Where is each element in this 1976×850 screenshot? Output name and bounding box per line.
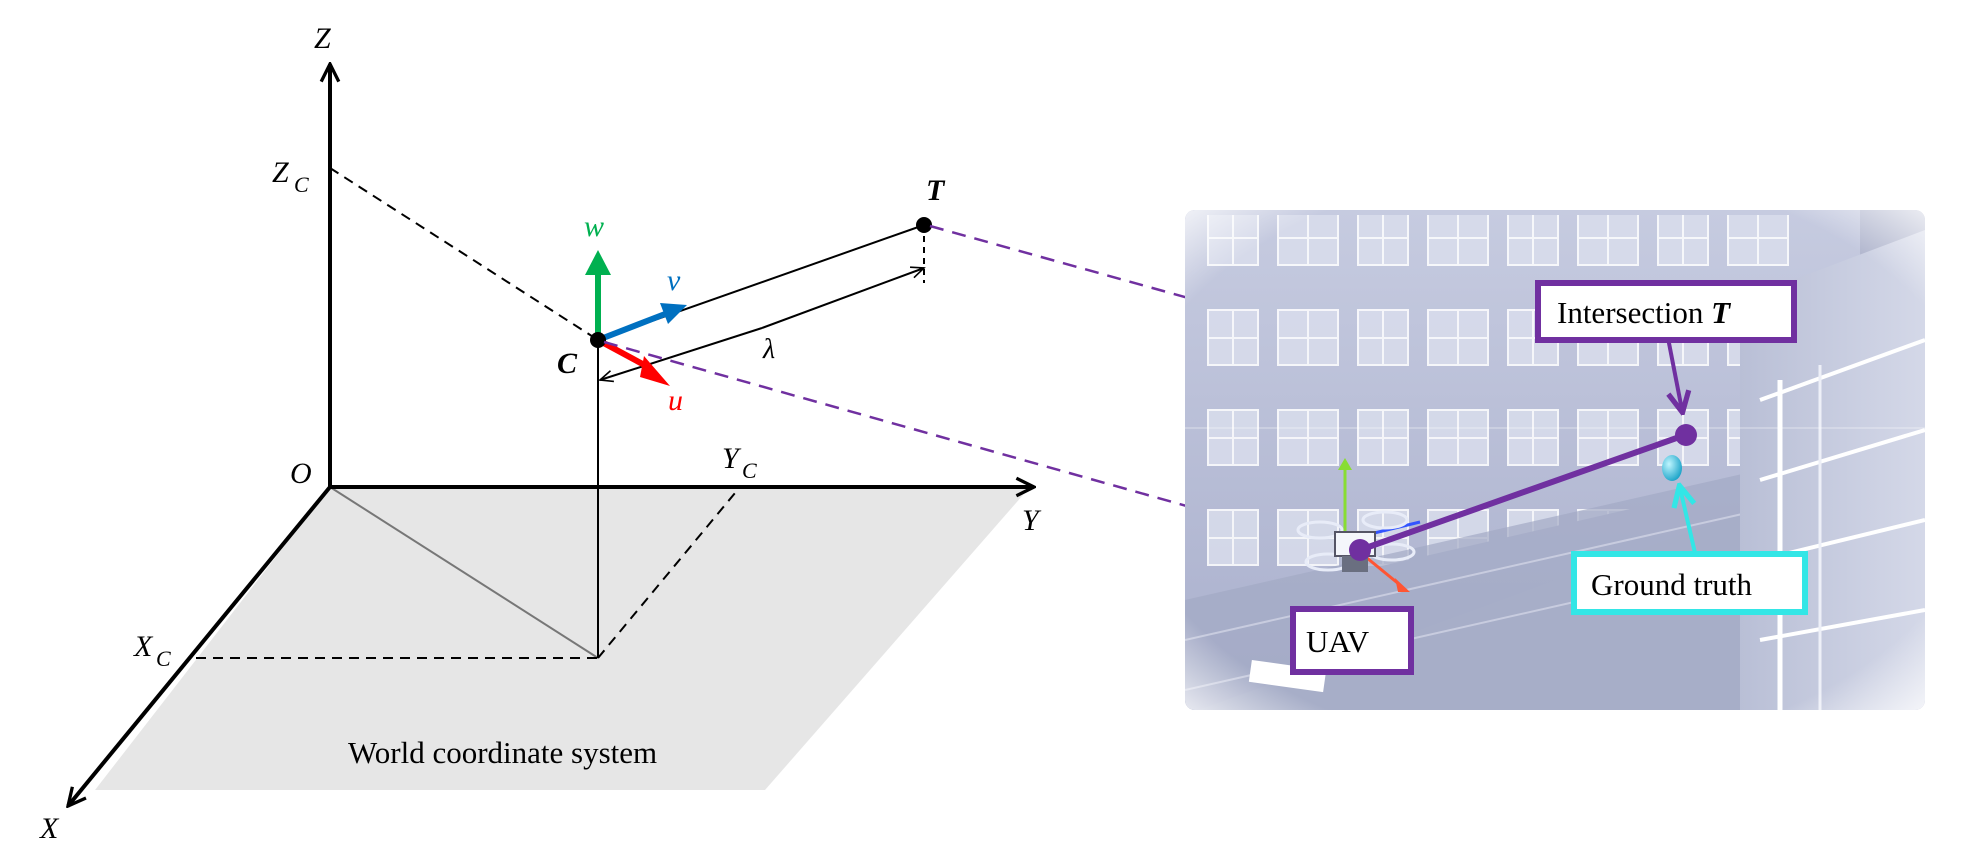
svg-text:X: X <box>133 630 154 663</box>
lambda-arrow-to-target <box>761 268 924 329</box>
zc-dashed-line <box>329 167 599 341</box>
ground-truth-callout-arrow <box>1680 488 1697 554</box>
ground-plane <box>95 487 1030 790</box>
y-axis-label: Y <box>1022 504 1042 537</box>
zc-label: Z C <box>272 156 309 197</box>
ground-truth-label: Ground truth <box>1591 567 1753 602</box>
intersection-label: Intersection <box>1557 295 1711 330</box>
origin-label: O <box>290 457 312 490</box>
target-point <box>916 217 932 233</box>
uav-callout: UAV <box>1290 606 1414 675</box>
lambda-arrow-to-camera <box>600 327 763 380</box>
v-label: v <box>667 264 681 297</box>
svg-text:C: C <box>294 172 309 197</box>
u-label: u <box>668 384 683 417</box>
svg-text:Y: Y <box>722 442 742 475</box>
v-axis-head <box>660 303 687 324</box>
xc-label: X C <box>133 630 171 671</box>
svg-text:C: C <box>156 646 171 671</box>
svg-text:C: C <box>742 458 757 483</box>
uav-label: UAV <box>1306 624 1370 659</box>
origin-to-foot-line <box>329 486 599 659</box>
lambda-label: λ <box>762 334 775 365</box>
ground-plane-label: World coordinate system <box>348 735 657 770</box>
z-axis-label: Z <box>314 22 331 55</box>
u-axis-head <box>640 356 670 386</box>
u-axis-arrow <box>596 337 652 371</box>
svg-text:Z: Z <box>272 156 289 189</box>
camera-point <box>590 332 606 348</box>
ground-truth-callout: Ground truth <box>1571 551 1808 615</box>
intersection-callout: Intersection T <box>1535 280 1797 343</box>
camera-label: C <box>557 347 578 380</box>
w-axis-head <box>585 250 611 275</box>
intersection-callout-arrow <box>1666 337 1682 410</box>
x-axis-label: X <box>39 812 60 845</box>
w-label: w <box>584 210 604 243</box>
intersection-symbol: T <box>1711 295 1731 330</box>
yc-dashed-line <box>597 486 741 659</box>
v-axis-arrow <box>596 311 667 343</box>
target-label: T <box>926 174 946 207</box>
yc-label: Y C <box>722 442 757 483</box>
x-axis <box>68 485 332 806</box>
svg-text:Intersection T: Intersection T <box>1557 295 1731 330</box>
